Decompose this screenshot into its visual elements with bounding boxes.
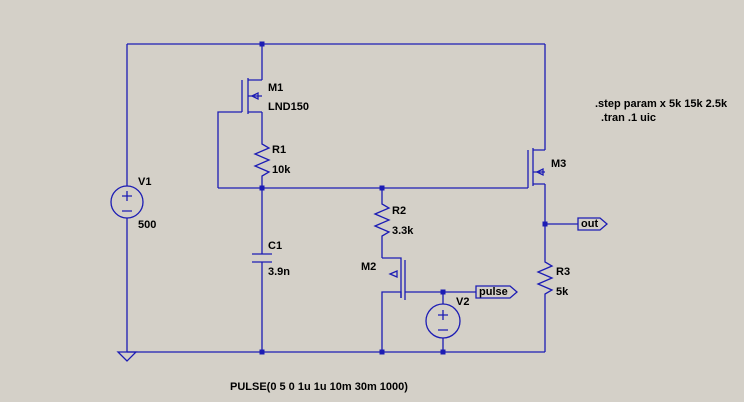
junctions [259, 41, 548, 355]
r3-value-label: 5k [556, 286, 569, 298]
m1-value-label: LND150 [268, 101, 309, 113]
r2-name-label: R2 [392, 205, 407, 217]
c1-name-label: C1 [268, 240, 283, 252]
out-net-flag[interactable] [577, 217, 608, 231]
r2-value-label: 3.3k [392, 225, 414, 237]
pulse-net-flag[interactable] [475, 285, 518, 299]
v2-value-label: PULSE(0 5 0 1u 1u 10m 30m 1000) [230, 381, 408, 393]
v1-source-symbol[interactable] [110, 185, 144, 219]
out-net-label: out [581, 218, 599, 230]
m3-mosfet-symbol[interactable] [527, 148, 545, 188]
r1-resistor-symbol[interactable] [253, 140, 271, 180]
c1-capacitor-symbol[interactable] [252, 253, 272, 263]
tran-directive[interactable]: .tran .1 uic [601, 112, 657, 124]
r2-resistor-symbol[interactable] [373, 200, 391, 240]
v1-name-label: V1 [138, 176, 152, 188]
m1-mosfet-symbol[interactable] [241, 78, 262, 114]
wires [116, 43, 578, 362]
v1-value-label: 500 [138, 219, 157, 231]
m2-mosfet-symbol[interactable] [388, 260, 406, 300]
r3-resistor-symbol[interactable] [536, 258, 554, 298]
v2-name-label: V2 [456, 296, 470, 308]
c1-value-label: 3.9n [268, 266, 291, 278]
r3-name-label: R3 [556, 266, 571, 278]
m1-name-label: M1 [268, 82, 284, 94]
m2-name-label: M2 [361, 261, 377, 273]
r1-name-label: R1 [272, 144, 287, 156]
m3-name-label: M3 [551, 158, 567, 170]
step-directive[interactable]: .step param x 5k 15k 2.5k [595, 98, 728, 110]
v2-source-symbol[interactable] [425, 303, 461, 339]
r1-value-label: 10k [272, 164, 291, 176]
pulse-net-label: pulse [479, 286, 508, 298]
